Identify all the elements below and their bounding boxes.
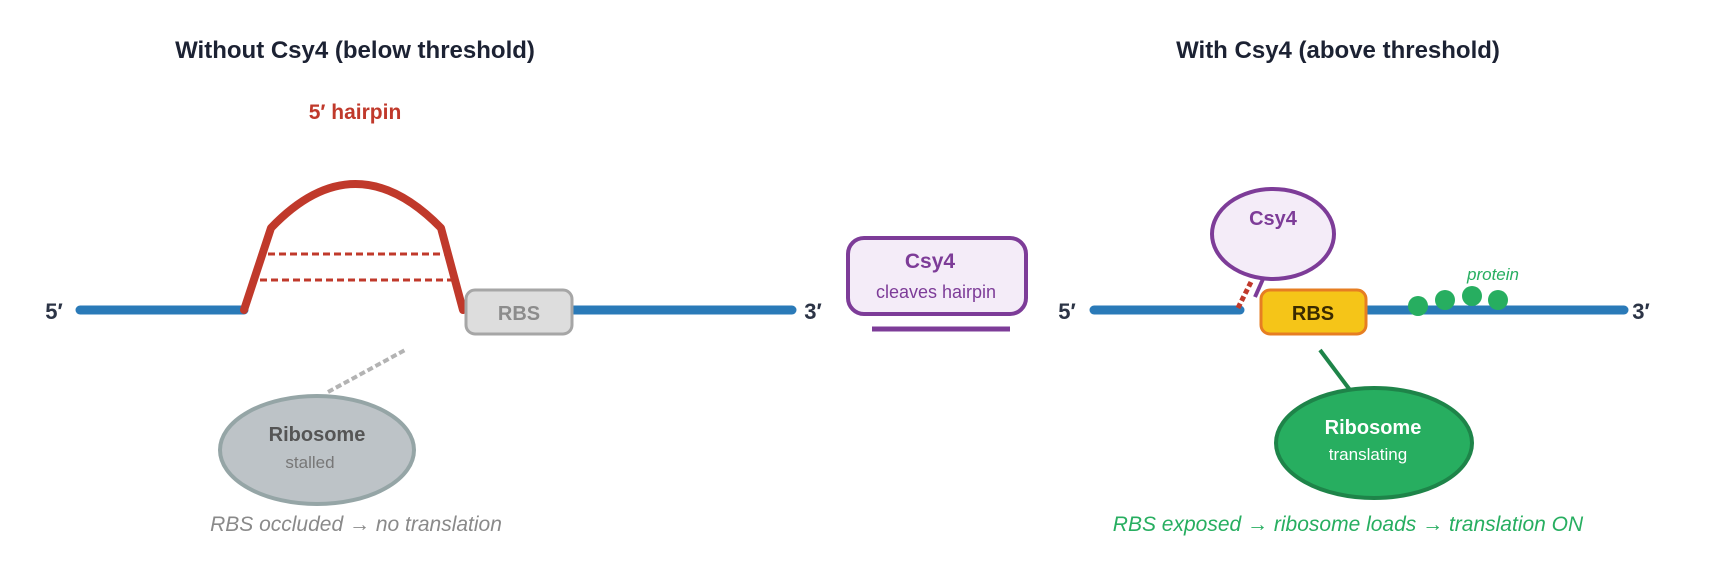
cleaved-hairpin-stub (1235, 278, 1255, 310)
right-caption: RBS exposed → ribosome loads → translati… (1113, 513, 1584, 536)
ribosome-label-right: Ribosome (1325, 417, 1422, 439)
csy4-enzyme-shape (1210, 187, 1336, 281)
five-prime-end-left: 5′ (45, 299, 63, 324)
rbs-box-left-shape (464, 288, 574, 336)
protein-label: protein (1466, 265, 1519, 284)
ribosome-blocked-tether (327, 348, 406, 394)
ribosome-translating: Ribosome translating (1274, 386, 1474, 500)
rbs-label-left: RBS (498, 303, 540, 325)
protein-bead-2 (1435, 290, 1455, 310)
protein-bead-3 (1462, 286, 1482, 306)
right-panel-title: With Csy4 (above threshold) (1176, 37, 1500, 64)
ribosome-state-right: translating (1329, 445, 1407, 464)
rbs-label-right: RBS (1292, 303, 1334, 325)
csy4-legend-box (846, 236, 1028, 316)
protein-bead-4 (1488, 290, 1508, 310)
ribosome-stalled: Ribosome stalled (218, 394, 416, 506)
three-prime-end-left: 3′ (804, 299, 822, 324)
ribosome-state-left: stalled (285, 453, 334, 472)
ribosome-stalled-shape (218, 394, 416, 506)
left-panel-title: Without Csy4 (below threshold) (175, 37, 535, 64)
rbs-box-right-shape (1259, 288, 1368, 336)
hairpin-label: 5′ hairpin (309, 101, 402, 124)
rbs-box-left: RBS (464, 288, 574, 336)
csy4-legend-action: cleaves hairpin (876, 282, 996, 302)
five-prime-end-right: 5′ (1058, 299, 1076, 324)
csy4-legend: Csy4 cleaves hairpin (846, 236, 1028, 332)
left-caption: RBS occluded → no translation (210, 513, 502, 536)
protein-bead-1 (1408, 296, 1428, 316)
csy4-enzyme-label: Csy4 (1249, 208, 1298, 230)
left-panel: Without Csy4 (below threshold) 5′ hairpi… (45, 37, 822, 536)
hairpin-stem-loop (240, 180, 467, 314)
right-panel: With Csy4 (above threshold) 5′ 3′ Csy4 R… (1058, 37, 1650, 536)
ribosome-label-left: Ribosome (269, 424, 366, 446)
ribosome-translating-shape (1274, 386, 1474, 500)
csy4-enzyme: Csy4 (1210, 187, 1336, 281)
rbs-box-right: RBS (1259, 288, 1368, 336)
three-prime-end-right: 3′ (1632, 299, 1650, 324)
csy4-legend-label: Csy4 (905, 250, 956, 273)
ribosome-loading-tether (1318, 348, 1352, 392)
